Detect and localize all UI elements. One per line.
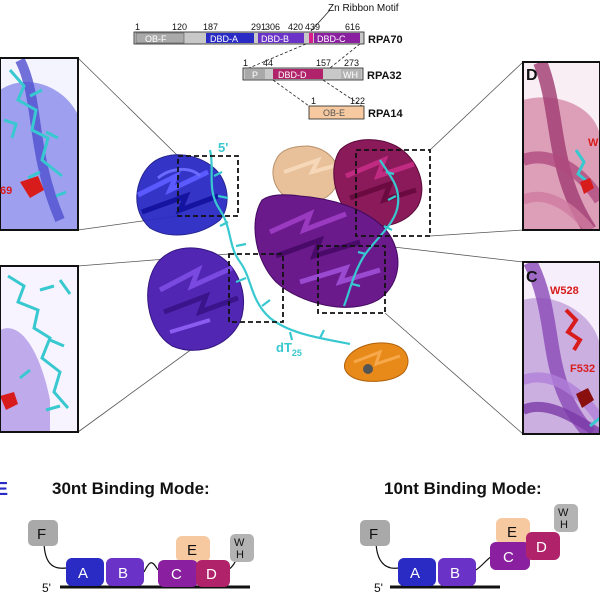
wh-ribbon (344, 343, 408, 381)
rpa70-tick-1: 1 (135, 22, 140, 32)
rpa70-tick-439: 439 (305, 22, 320, 32)
inset-right-top-label: D (526, 67, 538, 84)
zn-ribbon-mark (309, 33, 313, 43)
svg-text:DBD-D: DBD-D (278, 70, 307, 80)
rpa14-label: RPA14 (368, 108, 404, 120)
svg-text:5': 5' (374, 581, 383, 595)
svg-text:B: B (450, 565, 460, 582)
inset-right-bottom-label: C (526, 269, 538, 286)
svg-text:273: 273 (344, 58, 359, 68)
mode-title-10nt: 10nt Binding Mode: (384, 479, 542, 499)
svg-text:F: F (369, 526, 378, 543)
protein-structure: 5' dT25 (137, 140, 430, 382)
svg-text:D: D (206, 566, 217, 583)
zn-ribbon-label: Zn Ribbon Motif (328, 3, 399, 14)
svg-text:DBD-C: DBD-C (317, 34, 346, 44)
rpa70-tick-291: 291 (251, 22, 266, 32)
inset-left-top-residue: 69 (0, 185, 12, 197)
svg-text:H: H (236, 549, 244, 561)
mode-30nt: 5' F A B E C D W H (28, 520, 254, 595)
svg-text:E: E (187, 542, 197, 559)
ob-e-ribbon (273, 146, 338, 203)
zinc-ion (363, 364, 373, 374)
svg-text:B: B (118, 565, 128, 582)
inset-left-top (0, 58, 80, 230)
svg-text:OB-E: OB-E (323, 108, 345, 118)
rpa70-tick-187: 187 (203, 22, 218, 32)
svg-text:157: 157 (316, 58, 331, 68)
rpa70-tick-616: 616 (345, 22, 360, 32)
five-prime-label: 5' (218, 140, 228, 155)
svg-text:H: H (560, 519, 568, 531)
panel-letter-e: E (0, 479, 8, 499)
inset-left-bottom (0, 266, 78, 432)
inset-right-bottom-res1: W528 (550, 285, 579, 297)
svg-text:A: A (78, 565, 88, 582)
rpa70-tick-420: 420 (288, 22, 303, 32)
dt25-label: dT25 (276, 340, 302, 358)
svg-text:DBD-B: DBD-B (261, 34, 289, 44)
mode-title-30nt: 30nt Binding Mode: (52, 479, 210, 499)
svg-text:OB-F: OB-F (145, 34, 167, 44)
svg-text:44: 44 (263, 58, 273, 68)
mode-10nt: 5' F A B E C D W H (360, 504, 578, 595)
inset-right-bottom-res2: F532 (570, 363, 595, 375)
svg-text:C: C (171, 566, 182, 583)
svg-text:D: D (536, 539, 547, 556)
svg-text:E: E (507, 524, 517, 541)
svg-text:W: W (558, 507, 569, 519)
svg-text:W: W (234, 537, 245, 549)
svg-text:A: A (410, 565, 420, 582)
svg-text:DBD-A: DBD-A (210, 34, 238, 44)
svg-text:122: 122 (350, 96, 365, 106)
rpa32-label: RPA32 (367, 70, 402, 82)
domain-map: Zn Ribbon Motif 1 120 187 291 306 420 43… (134, 3, 404, 120)
svg-text:1: 1 (311, 96, 316, 106)
rpa70-tick-120: 120 (172, 22, 187, 32)
svg-text:C: C (503, 549, 514, 566)
rpa70-tick-306: 306 (265, 22, 280, 32)
svg-text:1: 1 (243, 58, 248, 68)
svg-text:F: F (37, 526, 46, 543)
inset-right-top-residue: W (588, 137, 599, 149)
svg-text:5': 5' (42, 581, 51, 595)
rpa70-label: RPA70 (368, 34, 403, 46)
svg-text:WH: WH (343, 70, 358, 80)
svg-text:P: P (252, 70, 258, 80)
